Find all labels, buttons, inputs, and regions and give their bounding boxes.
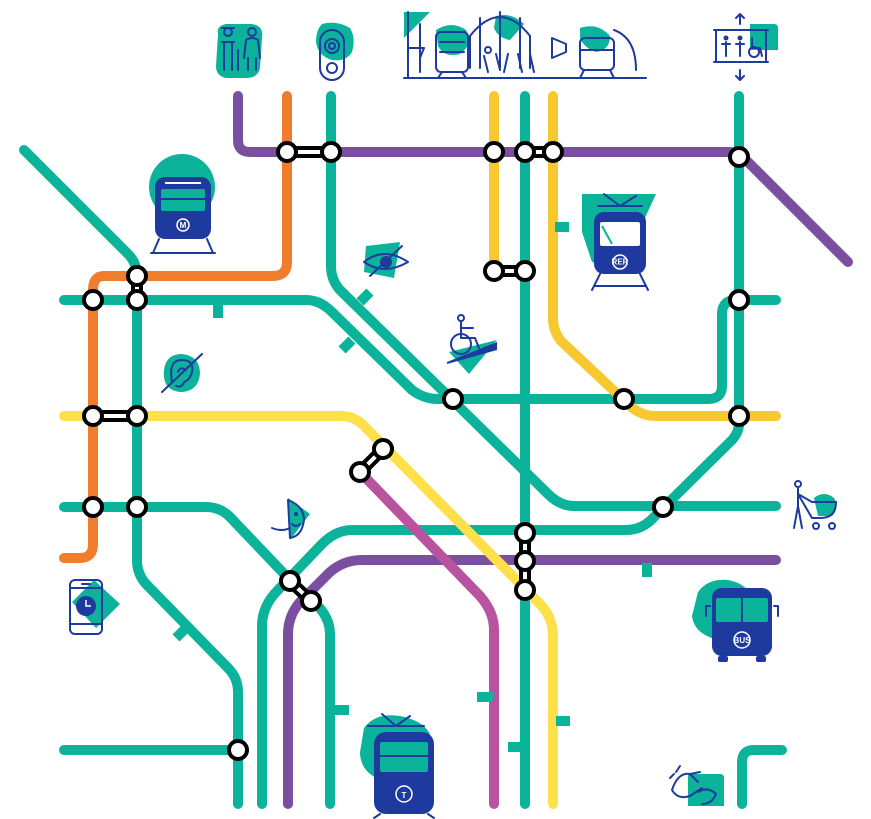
- station-stop: [276, 141, 298, 163]
- mental-disability-icon: [271, 498, 310, 540]
- station-stop: [349, 461, 371, 483]
- station-stop: [514, 579, 536, 601]
- line-yellow-branch-b: [548, 91, 781, 421]
- smartphone-clock-icon: [69, 579, 120, 635]
- line-teal-row-300: [59, 295, 781, 404]
- hearing-impairment-icon: [161, 353, 203, 393]
- station-stop: [728, 289, 750, 311]
- line-magenta: [355, 467, 499, 809]
- line-teal-diagonal-b: [326, 91, 781, 511]
- station-stop: [514, 260, 536, 282]
- stations: [82, 141, 750, 761]
- station-stop: [279, 570, 301, 592]
- station-stop: [514, 550, 536, 572]
- tick-mark: [172, 624, 190, 642]
- station-stop: [652, 496, 674, 518]
- metro-train-icon: M: [149, 154, 216, 254]
- station-stop: [514, 522, 536, 544]
- metro-badge: M: [180, 221, 187, 230]
- visual-impairment-icon: [363, 242, 409, 278]
- station-stop: [300, 590, 322, 612]
- station-stop: [483, 141, 505, 163]
- tick-mark: [556, 716, 570, 726]
- tram-icon: T: [360, 713, 435, 819]
- station-stop: [126, 496, 148, 518]
- line-purple-bottom: [283, 555, 781, 809]
- tick-mark: [213, 304, 223, 318]
- line-orange: [59, 91, 292, 563]
- station-stop: [82, 289, 104, 311]
- station-stop: [126, 289, 148, 311]
- station-stop: [514, 141, 536, 163]
- network-lines: [19, 91, 853, 809]
- bus-badge: BUS: [734, 636, 752, 645]
- bus-icon: BUS: [692, 579, 779, 662]
- station-stop: [126, 265, 148, 287]
- tram-badge: T: [402, 791, 407, 800]
- line-teal-vertical-739: [257, 91, 744, 809]
- rer-train-icon: RER: [582, 193, 656, 291]
- wheelchair-ramp-icon: [447, 314, 497, 374]
- line-teal-diagonal-a: [19, 145, 243, 809]
- line-yellow-horizontal: [59, 411, 558, 809]
- station-stop: [227, 739, 249, 761]
- tick-mark: [335, 705, 349, 715]
- station-stop: [728, 146, 750, 168]
- tick-mark: [477, 692, 493, 702]
- tick-mark: [356, 288, 374, 306]
- station-stop: [442, 388, 464, 410]
- line-ticks: [172, 222, 652, 752]
- sign-language-icon: [669, 765, 724, 806]
- station-stop: [126, 405, 148, 427]
- station-stop: [728, 405, 750, 427]
- station-platform-icon: [403, 11, 647, 79]
- tick-mark: [338, 336, 356, 354]
- line-teal-hook: [737, 745, 787, 809]
- station-stop: [372, 438, 394, 460]
- family-icon: [216, 24, 263, 78]
- tick-mark: [508, 742, 522, 752]
- station-stop: [82, 496, 104, 518]
- station-stop: [613, 388, 635, 410]
- rer-badge: RER: [612, 258, 629, 267]
- doorbell-icon: [316, 22, 354, 81]
- stroller-icon: [793, 480, 837, 530]
- elevator-icon: [713, 13, 778, 81]
- tick-mark: [642, 563, 652, 577]
- tick-mark: [555, 222, 569, 232]
- station-stop: [82, 405, 104, 427]
- station-stop: [320, 141, 342, 163]
- station-stop: [542, 141, 564, 163]
- station-stop: [483, 260, 505, 282]
